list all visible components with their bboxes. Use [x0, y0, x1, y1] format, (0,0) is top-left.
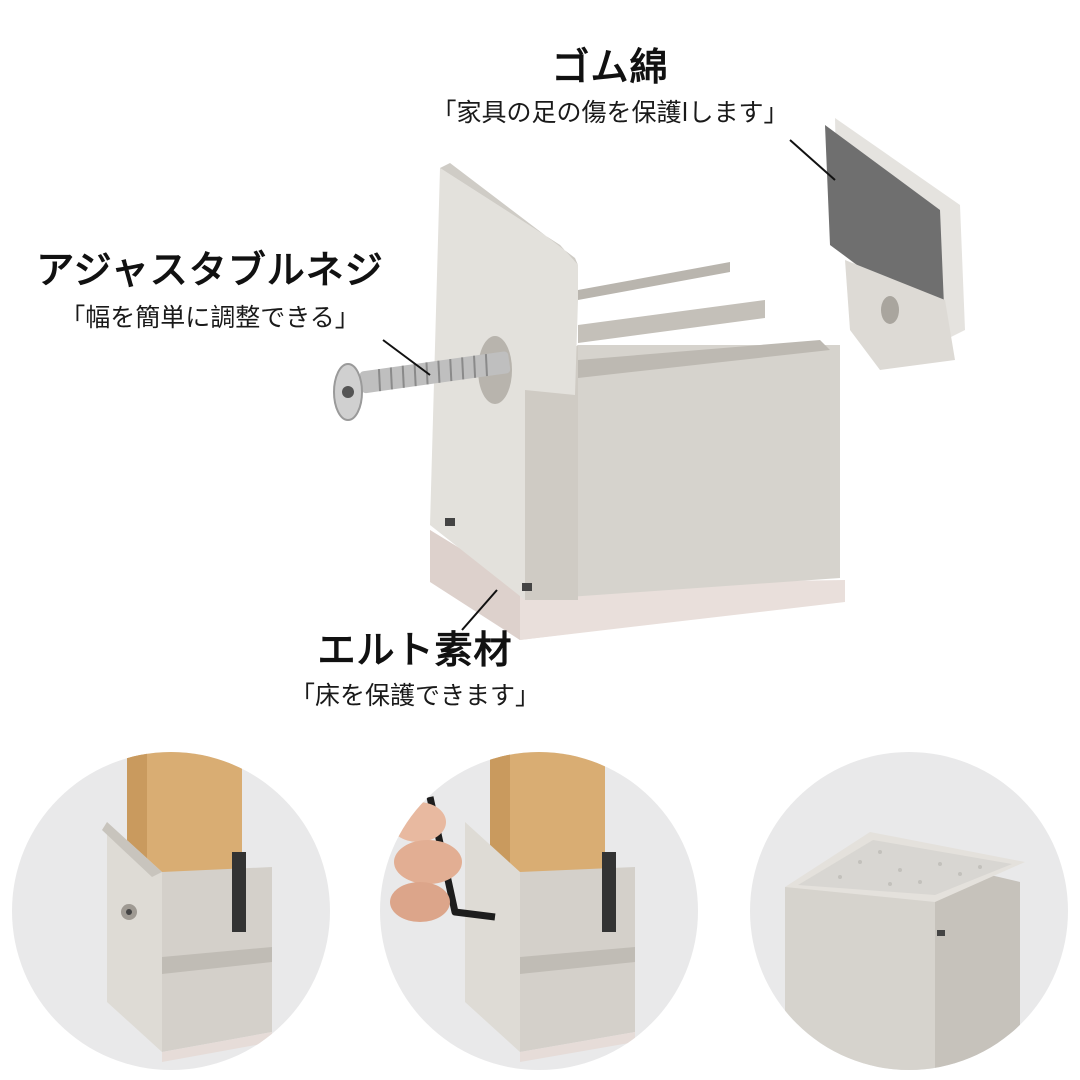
usage-circle-leg	[12, 752, 330, 1070]
hand-hex-key-illustration	[390, 752, 635, 1062]
felt-caption: 「床を保護できます」	[289, 681, 540, 710]
rubber-pad-part	[825, 118, 965, 370]
screw-leader-line	[382, 339, 431, 376]
felt-callout: エルト素材 「床を保護できます」	[230, 628, 600, 712]
felt-leader-line	[461, 589, 498, 631]
adjustable-screw	[333, 351, 511, 421]
screw-callout: アジャスタブルネジ 「幅を簡単に調整できる」	[10, 248, 410, 334]
usage-circle-adjust	[380, 752, 698, 1070]
felt-title: エルト素材	[317, 628, 513, 672]
rubber-leader-line	[789, 139, 836, 181]
protector-with-leg-illustration	[102, 752, 272, 1062]
screw-title: アジャスタブルネジ	[36, 248, 384, 292]
rubber-title: ゴム綿	[551, 45, 669, 89]
protector-body	[430, 163, 840, 600]
usage-circle-felt-bottom	[750, 752, 1068, 1070]
screw-caption: 「幅を簡単に調整できる」	[60, 303, 360, 332]
rubber-callout: ゴム綿 「家具の足の傷を保護lします」	[330, 45, 890, 129]
product-exploded-illustration	[333, 118, 965, 640]
rubber-caption: 「家具の足の傷を保護lします」	[431, 98, 789, 127]
protector-bottom-view-illustration	[785, 832, 1025, 1070]
felt-base	[430, 530, 845, 640]
